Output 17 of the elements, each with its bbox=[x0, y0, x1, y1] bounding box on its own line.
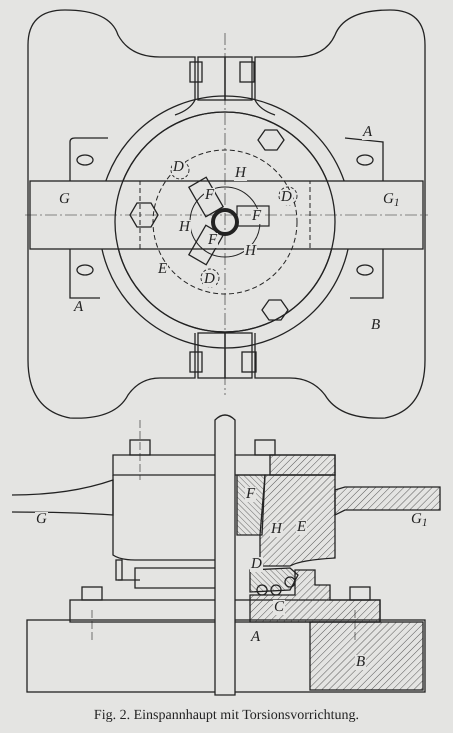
part-letter: F bbox=[207, 233, 218, 248]
part-letter: C bbox=[273, 600, 286, 615]
part-letter: G$_{1}$ bbox=[410, 512, 428, 527]
part-letter: F bbox=[245, 487, 256, 502]
part-letter: H bbox=[178, 220, 191, 235]
figure-caption: Fig. 2. Einspannhaupt mit Torsionsvorrichtung. bbox=[92, 707, 360, 725]
part-letter: E bbox=[296, 520, 308, 535]
part-letter: D bbox=[280, 190, 293, 205]
part-letter: F bbox=[251, 209, 262, 224]
part-letter: H bbox=[234, 166, 247, 181]
part-letter: A bbox=[362, 125, 374, 140]
part-letter: D bbox=[203, 272, 216, 287]
part-letter: D bbox=[250, 557, 263, 572]
part-letter: H bbox=[270, 522, 283, 537]
part-letter: B bbox=[355, 655, 366, 670]
part-letter: G$_{1}$ bbox=[382, 192, 400, 207]
part-letter: D bbox=[172, 160, 185, 175]
